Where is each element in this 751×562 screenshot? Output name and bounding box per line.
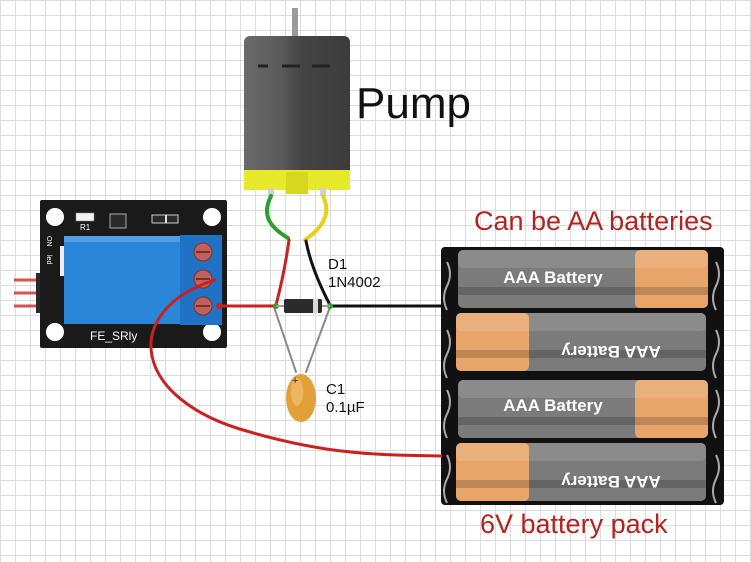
mounting-hole — [203, 208, 221, 226]
capacitor-c1: + — [286, 374, 316, 422]
battery-cell-2 — [456, 313, 706, 371]
relay-side-label-on: ON — [45, 236, 52, 247]
relay-r1-label: R1 — [80, 223, 91, 232]
wires — [149, 194, 443, 458]
pump-label: Pump — [356, 79, 471, 128]
relay-module — [14, 200, 227, 348]
capacitor-value-label: 0.1µF — [326, 399, 365, 416]
battery-pack: AAA Battery AAA Battery AAA Battery AAA … — [441, 247, 724, 505]
diode-part-label: 1N4002 — [328, 274, 381, 291]
relay-side-label-led: led — [45, 255, 52, 265]
battery-note-label: Can be AA batteries — [474, 206, 713, 236]
battery-cell-3 — [458, 380, 708, 438]
mounting-hole — [46, 323, 64, 341]
mounting-hole — [46, 208, 64, 226]
mounting-hole — [203, 323, 221, 341]
battery-cell-3-label: AAA Battery — [503, 396, 603, 415]
battery-holder — [441, 247, 724, 505]
relay-body — [64, 236, 182, 324]
motor-shaft — [292, 8, 298, 38]
battery-cell-4 — [456, 443, 706, 501]
diode-ref-label: D1 — [328, 256, 348, 273]
battery-cell-1-label: AAA Battery — [503, 268, 603, 287]
battery-pack-label: 6V battery pack — [480, 509, 668, 539]
svg-text:+: + — [292, 375, 298, 387]
battery-cell-1 — [458, 250, 708, 308]
battery-cell-4-label: AAA Battery — [561, 472, 661, 491]
pump-motor — [244, 8, 350, 196]
capacitor-ref-label: C1 — [326, 381, 346, 398]
motor-body — [244, 36, 350, 176]
diode-d1 — [276, 299, 330, 313]
relay-name-label: FE_SRly — [90, 329, 138, 343]
battery-cell-2-label: AAA Battery — [561, 342, 661, 361]
